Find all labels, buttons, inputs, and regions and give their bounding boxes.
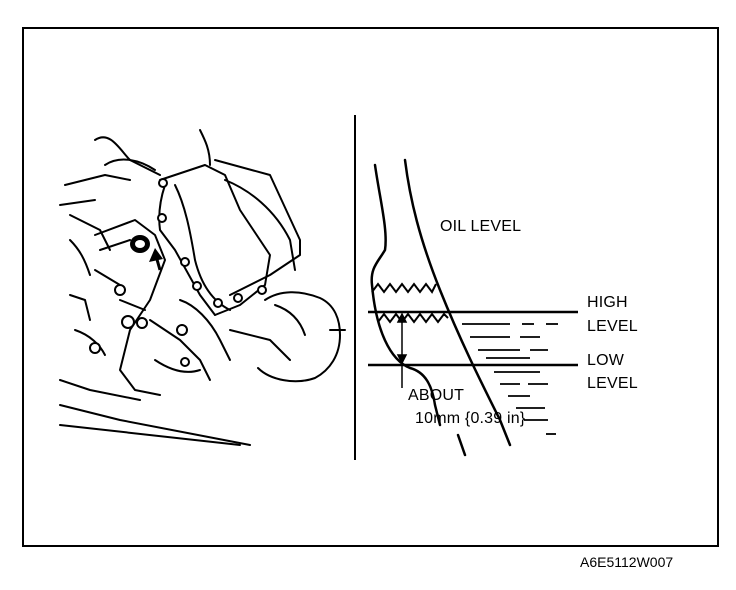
high-level-label-line1: HIGH xyxy=(587,294,628,311)
about-value-label: 10mm {0.39 in} xyxy=(415,410,526,427)
about-label: ABOUT xyxy=(408,387,465,404)
dimension-arrow xyxy=(396,312,408,388)
low-level-label-line2: LEVEL xyxy=(587,375,638,392)
figure-frame xyxy=(22,27,719,547)
high-level-label-line2: LEVEL xyxy=(587,318,638,335)
check-plug xyxy=(130,235,150,253)
figure-id: A6E5112W007 xyxy=(580,554,674,570)
oil-level-label: OIL LEVEL xyxy=(440,218,522,235)
oil-surface-hatching xyxy=(462,323,558,435)
low-level-label-line1: LOW xyxy=(587,352,625,369)
arrow-icon xyxy=(149,248,163,271)
panel-divider xyxy=(354,115,356,460)
